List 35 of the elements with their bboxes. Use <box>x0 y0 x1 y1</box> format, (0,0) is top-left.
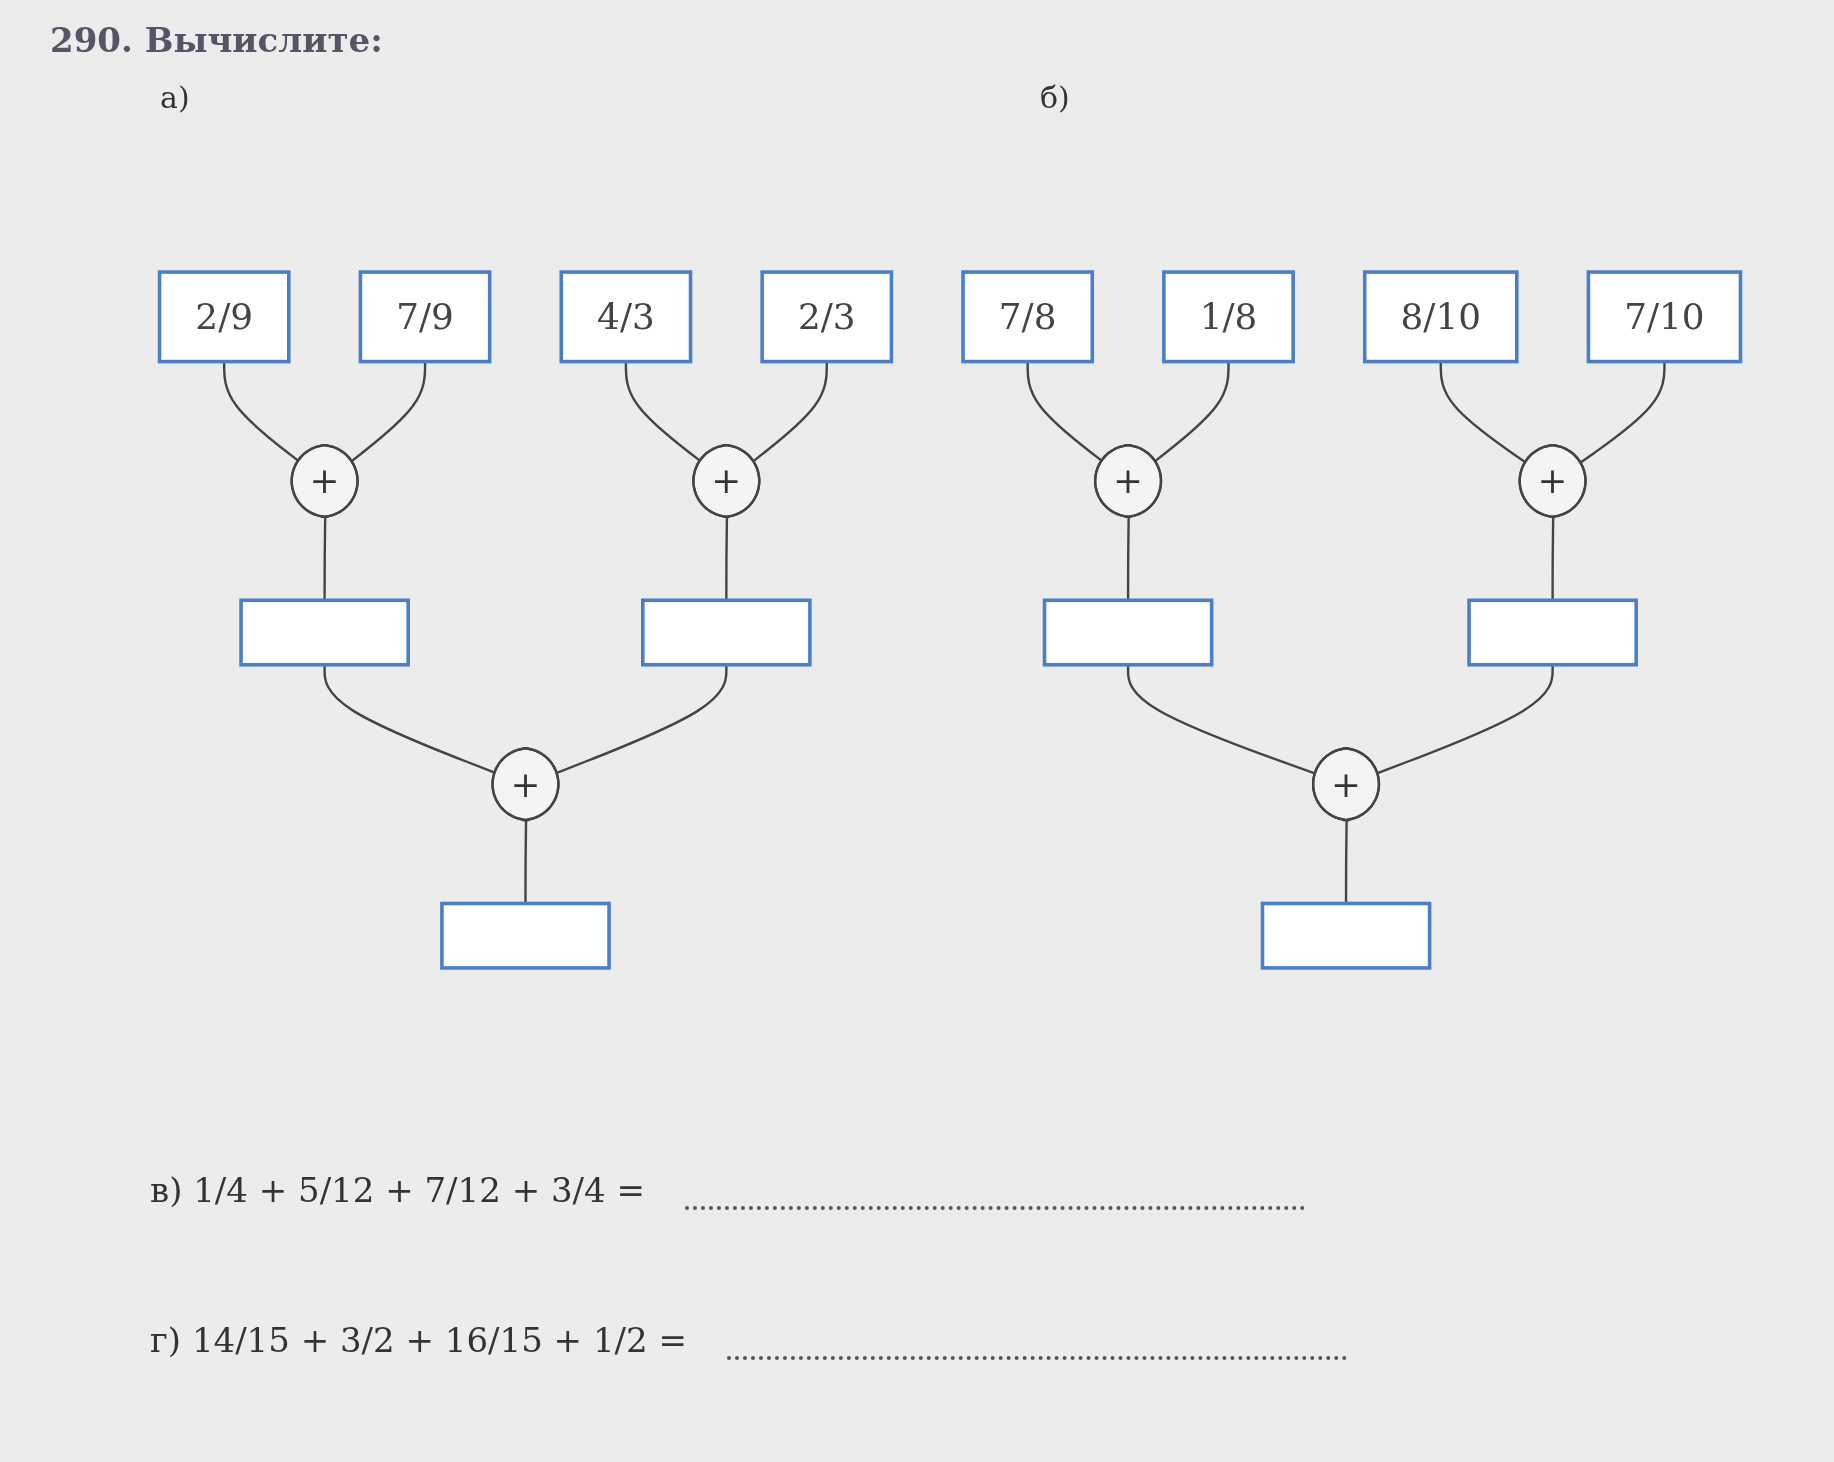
equation: в) 1/4 + 5/12 + 7/12 + 3/4 = <box>150 1170 645 1210</box>
connector <box>1344 820 1348 904</box>
node-box <box>239 598 410 667</box>
connector <box>1377 664 1554 775</box>
connector <box>556 664 728 774</box>
node-box: 7/10 <box>1586 270 1743 364</box>
node-box <box>1260 901 1432 970</box>
connector <box>752 361 828 462</box>
part-label: а) <box>160 80 190 115</box>
node-box <box>641 598 812 667</box>
connector <box>350 361 427 462</box>
connector <box>1551 517 1555 601</box>
node-box: 2/3 <box>760 270 894 364</box>
connector <box>1026 361 1103 463</box>
node-box: 4/3 <box>559 270 693 364</box>
connector <box>1579 361 1666 464</box>
node-box: 7/8 <box>961 270 1095 364</box>
exercise-title: 290. Вычислите: <box>50 20 383 60</box>
connector <box>1126 517 1130 601</box>
connector <box>222 361 300 463</box>
node-box <box>1042 598 1214 667</box>
connector <box>323 664 496 774</box>
connector <box>323 517 327 601</box>
equation: г) 14/15 + 3/2 + 16/15 + 1/2 = <box>150 1320 687 1360</box>
connector <box>1439 361 1527 464</box>
connector <box>1154 361 1230 462</box>
node-box: 7/9 <box>358 270 492 364</box>
node-box: 2/9 <box>157 270 291 364</box>
node-box <box>440 901 611 970</box>
node-box <box>1467 598 1638 667</box>
connector <box>524 820 528 904</box>
node-box: 8/10 <box>1362 270 1519 364</box>
node-box: 1/8 <box>1162 270 1295 364</box>
connector <box>725 517 729 601</box>
part-label: б) <box>1040 80 1070 115</box>
